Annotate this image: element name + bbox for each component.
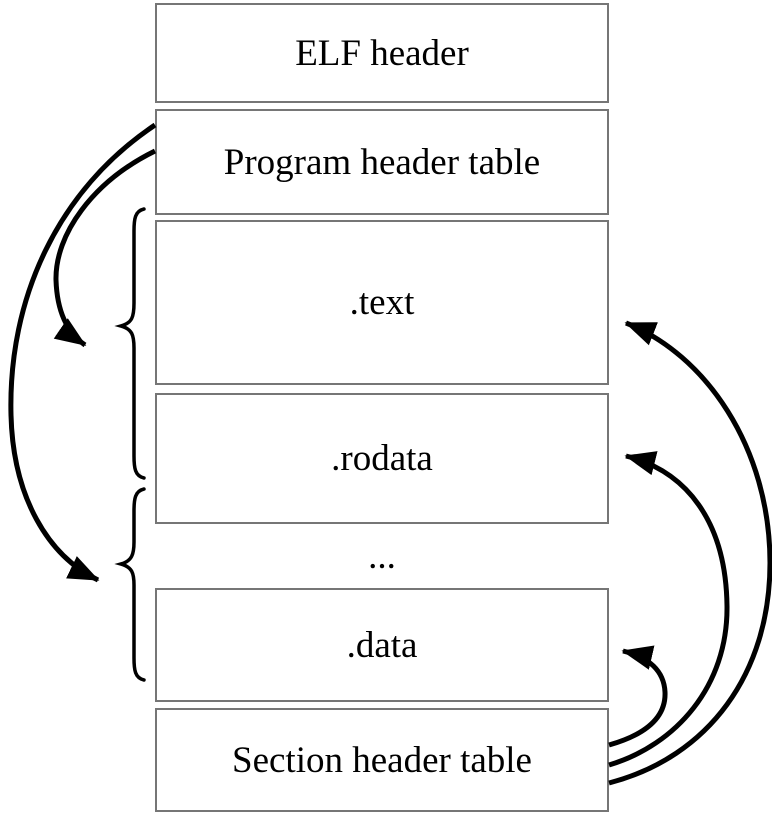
- arrow-section-to-rodata: [608, 451, 730, 768]
- box-data-section: .data: [155, 588, 609, 702]
- arrow-program-to-segment1: [53, 148, 157, 348]
- ellipsis-label: ...: [368, 535, 396, 577]
- arrow-section-to-data: [608, 645, 668, 748]
- box-label-text-section: .text: [349, 282, 415, 323]
- box-label-section-header-table: Section header table: [232, 739, 532, 781]
- segment-brace-ellipsis-data: [114, 487, 146, 682]
- box-elf-header: ELF header: [155, 3, 609, 103]
- segment-brace-text-rodata: [114, 207, 146, 480]
- box-rodata-section: .rodata: [155, 393, 609, 524]
- arrow-section-to-text: [608, 320, 772, 786]
- box-label-data-section: .data: [346, 624, 418, 666]
- box-label-program-header-table: Program header table: [223, 141, 541, 183]
- box-text-section: .text: [155, 220, 609, 385]
- box-label-elf-header: ELF header: [295, 32, 469, 74]
- box-label-rodata-section: .rodata: [331, 438, 433, 479]
- box-program-header-table: Program header table: [155, 109, 609, 215]
- box-section-header-table: Section header table: [155, 708, 609, 812]
- arrow-program-to-segment2: [8, 122, 157, 583]
